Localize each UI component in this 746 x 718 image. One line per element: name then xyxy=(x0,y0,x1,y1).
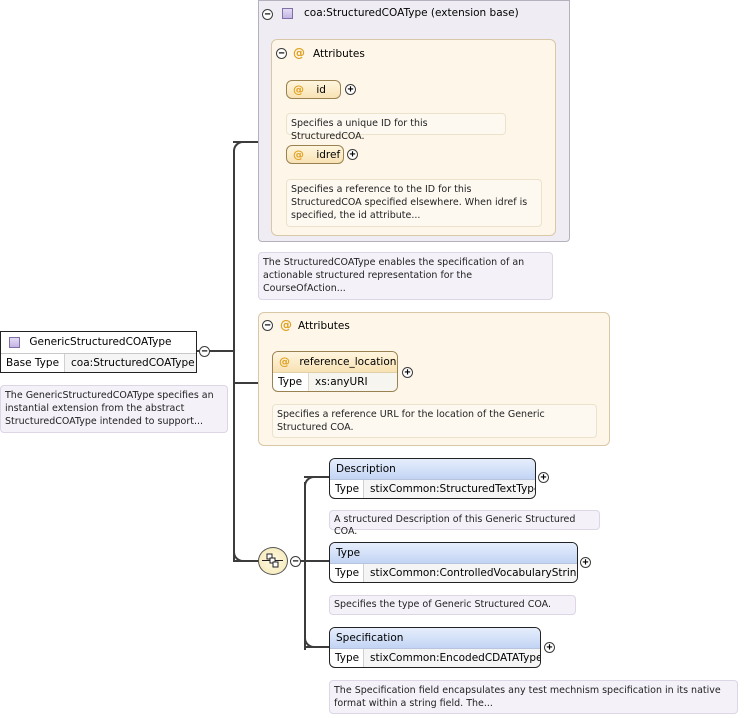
element-type-key: Type xyxy=(335,483,360,495)
root-base-type-value: coa:StructuredCOAType xyxy=(64,354,196,372)
element-description-documentation: A structured Description of this Generic… xyxy=(329,510,600,537)
element-specification-documentation: The Specification field encapsulates any… xyxy=(329,680,738,714)
attribute-id-expand-button[interactable]: + xyxy=(345,84,356,95)
attributes-icon: @ xyxy=(293,46,305,60)
element-type-key: Type xyxy=(335,567,360,579)
connector-trunk-v xyxy=(233,150,235,560)
element-type-key: Type xyxy=(335,652,360,664)
attribute-type-value: xs:anyURI xyxy=(308,373,397,391)
element-type-value: stixCommon:EncodedCDATAType xyxy=(363,649,540,667)
connector-curve-top xyxy=(233,141,247,155)
attribute-reference-location-type-row: Type xs:anyURI xyxy=(273,373,397,391)
attribute-icon: @ xyxy=(279,355,290,368)
element-specification-type-row: Type stixCommon:EncodedCDATAType xyxy=(330,649,540,667)
element-specification-expand-button[interactable]: + xyxy=(544,642,555,653)
element-type-icon xyxy=(9,336,20,348)
connector-curve-bottom xyxy=(233,548,247,562)
element-description-type-row: Type stixCommon:StructuredTextType xyxy=(330,480,535,498)
sequence-compositor-icon[interactable] xyxy=(258,547,288,575)
sequence-symbol xyxy=(262,553,283,568)
attribute-idref-expand-button[interactable]: + xyxy=(347,149,358,160)
root-documentation: The GenericStructuredCOAType specifies a… xyxy=(0,385,228,433)
base-title: coa:StructuredCOAType (extension base) xyxy=(304,7,519,19)
connector-to-sequence xyxy=(233,560,261,562)
attributes-label: Attributes xyxy=(298,320,350,332)
base-type-icon xyxy=(282,8,293,19)
connector-seq-v xyxy=(304,482,306,650)
element-type-name: Type xyxy=(330,543,577,564)
element-type-type-row: Type stixCommon:ControlledVocabularyStri… xyxy=(330,564,577,582)
element-description-box[interactable]: Description Type stixCommon:StructuredTe… xyxy=(329,458,536,499)
root-base-type-row: Base Type coa:StructuredCOAType xyxy=(1,353,196,372)
root-element-header: GenericStructuredCOAType xyxy=(1,332,196,353)
attribute-id-name: id xyxy=(316,84,326,96)
root-base-type-key: Base Type xyxy=(6,357,60,369)
attribute-id-documentation: Specifies a unique ID for this Structure… xyxy=(286,113,506,142)
attribute-reference-location-box[interactable]: @ reference_location Type xs:anyURI xyxy=(272,351,398,392)
attribute-icon: @ xyxy=(293,148,304,161)
attributes-collapse-button[interactable]: − xyxy=(262,320,273,331)
element-specification-name: Specification xyxy=(330,628,540,649)
attribute-reference-location-documentation: Specifies a reference URL for the locati… xyxy=(272,404,597,438)
attribute-reference-location-expand-button[interactable]: + xyxy=(402,367,413,378)
element-type-value: stixCommon:ControlledVocabularyStrin ... xyxy=(363,564,577,582)
attributes-icon: @ xyxy=(280,318,292,332)
element-type-documentation: Specifies the type of Generic Structured… xyxy=(329,595,576,615)
base-attributes-label: Attributes xyxy=(313,48,365,60)
attribute-idref-name: idref xyxy=(316,149,341,161)
attribute-idref-pill[interactable]: @ idref xyxy=(286,145,344,164)
attribute-reference-location-header: @ reference_location xyxy=(273,352,397,373)
base-documentation: The StructuredCOAType enables the specif… xyxy=(258,252,553,300)
root-collapse-button[interactable]: − xyxy=(199,346,210,357)
attribute-idref-documentation: Specifies a reference to the ID for this… xyxy=(286,179,542,227)
attribute-id-pill[interactable]: @ id xyxy=(286,80,341,99)
connector-to-attrs2 xyxy=(233,382,259,384)
element-description-name: Description xyxy=(330,459,535,480)
attribute-icon: @ xyxy=(293,83,304,96)
attribute-reference-location-name: reference_location xyxy=(299,356,397,368)
base-collapse-button[interactable]: − xyxy=(262,9,273,20)
root-element-box[interactable]: GenericStructuredCOAType Base Type coa:S… xyxy=(0,331,197,373)
element-type-box[interactable]: Type Type stixCommon:ControlledVocabular… xyxy=(329,542,578,583)
element-type-expand-button[interactable]: + xyxy=(580,557,591,568)
base-attributes-collapse-button[interactable]: − xyxy=(276,48,287,59)
element-type-value: stixCommon:StructuredTextType xyxy=(363,480,535,498)
connector-seq-type xyxy=(304,560,331,562)
element-specification-box[interactable]: Specification Type stixCommon:EncodedCDA… xyxy=(329,627,541,668)
connector-seq-curve-bottom xyxy=(304,634,318,648)
attribute-type-key: Type xyxy=(278,376,303,388)
sequence-collapse-button[interactable]: − xyxy=(290,556,301,567)
root-element-name: GenericStructuredCOAType xyxy=(29,336,172,348)
connector-seq-curve-top xyxy=(304,476,318,490)
element-description-expand-button[interactable]: + xyxy=(538,472,549,483)
connector-root-h xyxy=(197,350,234,352)
